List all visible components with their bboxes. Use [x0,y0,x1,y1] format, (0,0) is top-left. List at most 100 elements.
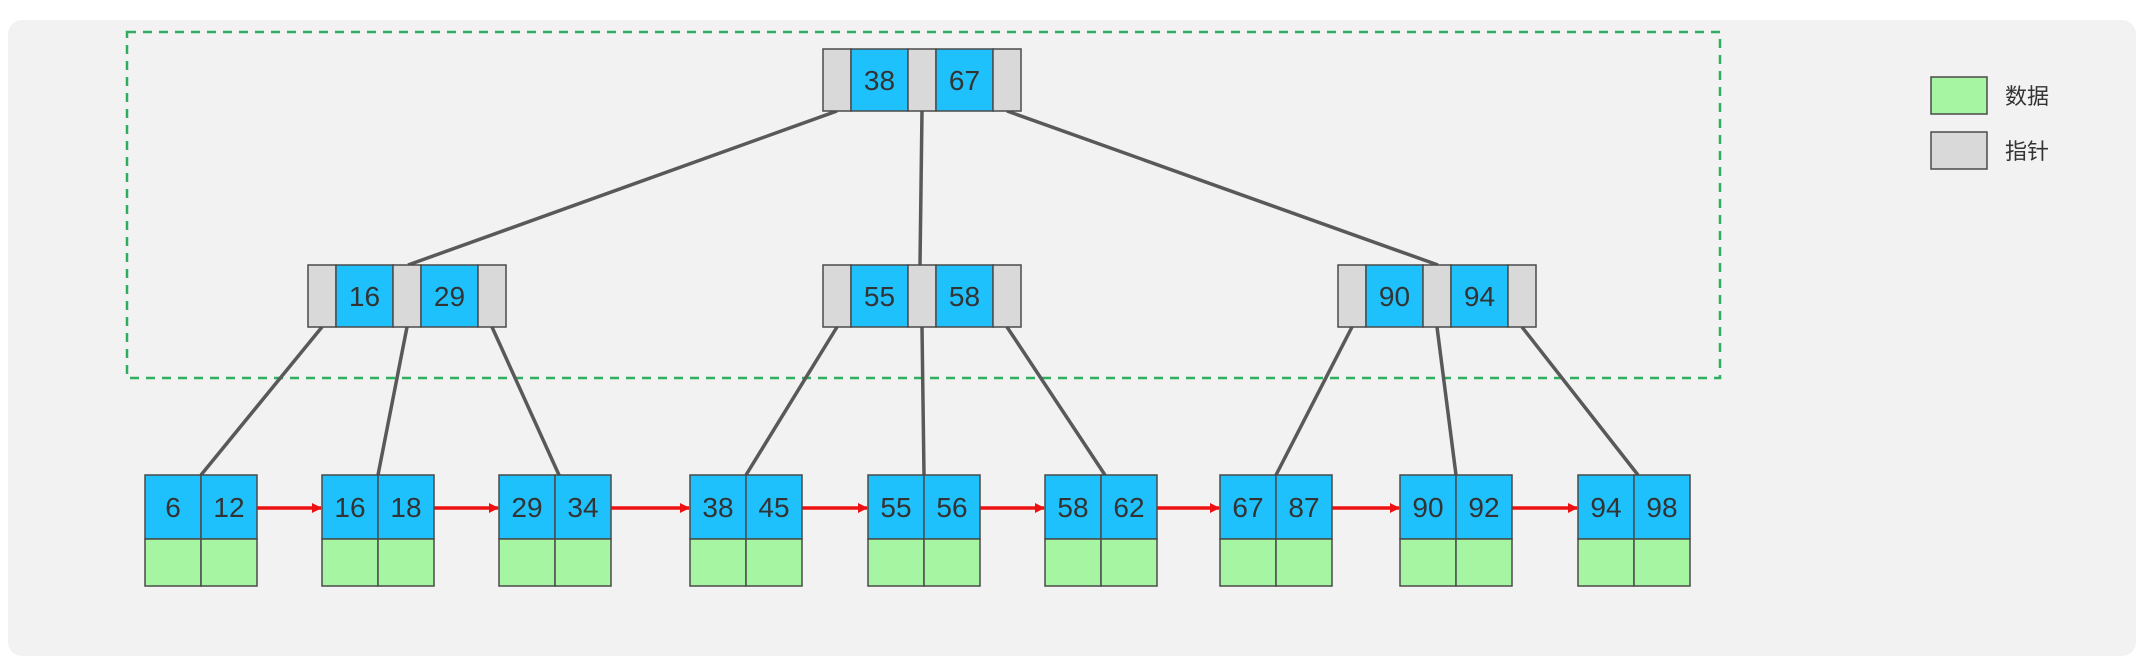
leaf-node-4: 55 56 [867,474,981,587]
leaf-node-0-key-0: 6 [165,492,181,523]
internal-node-0-pointer-0 [307,264,337,328]
leaf-node-6-key-0: 67 [1232,492,1263,523]
edge-internal-1-to-leaf-3 [744,326,839,476]
edge-root-to-internal-2 [1006,109,1439,267]
internal-node-0-pointer-2 [477,264,507,328]
internal-node-0-key-0: 16 [349,281,380,312]
legend-item-data: 数据 [1930,76,2049,115]
internal-node-2-key-0: 90 [1379,281,1410,312]
internal-node-1: 55 58 [822,264,1022,328]
leaf-node-3-key-0: 38 [702,492,733,523]
leaf-node-2-key-1: 34 [567,492,598,523]
leaf-node-6-key-1: 87 [1288,492,1319,523]
leaf-node-1-key-cell-1 [377,474,435,540]
leaf-node-6-key-cell-0 [1219,474,1277,540]
leaf-node-4-data-cell-0 [867,538,925,587]
leaf-node-8-key-1: 98 [1646,492,1677,523]
tree-edges [199,109,1640,477]
legend-label-pointer: 指针 [2005,140,2049,165]
edge-internal-0-to-leaf-0 [199,325,324,477]
leaf-node-8-data-cell-1 [1633,538,1691,587]
edge-internal-2-to-leaf-8 [1520,325,1640,477]
leaf-node-4-data-cell-1 [923,538,981,587]
leaf-node-4-key-1: 56 [936,492,967,523]
leaf-node-1-key-1: 18 [390,492,421,523]
internal-node-0-key-cell-1 [420,264,479,328]
leaf-node-3-key-cell-1 [745,474,803,540]
legend: 数据 指针 [1930,76,2049,170]
edge-internal-2-to-leaf-7 [1435,326,1458,476]
root-node-pointer-1 [907,48,937,112]
leaf-node-0-key-cell-1 [200,474,258,540]
leaf-node-7: 90 92 [1399,474,1513,587]
internal-node-1-key-1: 58 [949,281,980,312]
leaf-node-2-data-cell-0 [498,538,556,587]
internal-node-2-key-cell-0 [1365,264,1424,328]
edge-internal-0-to-leaf-1 [376,326,409,476]
leaf-node-1-data-cell-0 [321,538,379,587]
internal-node-1-pointer-2 [992,264,1022,328]
leaf-node-4-key-cell-1 [923,474,981,540]
root-node-key-0: 38 [864,65,895,96]
internal-node-2-pointer-2 [1507,264,1537,328]
leaf-node-6-data-cell-1 [1275,538,1333,587]
internal-node-2-key-1: 94 [1464,281,1495,312]
leaf-node-3: 38 45 [689,474,803,587]
root-node-key-1: 67 [949,65,980,96]
legend-label-data: 数据 [2005,85,2049,110]
root-node-key-cell-0 [850,48,909,112]
leaf-node-3-data-cell-0 [689,538,747,587]
leaf-node-2-key-0: 29 [511,492,542,523]
leaf-node-7-key-1: 92 [1468,492,1499,523]
leaf-node-8-data-cell-0 [1577,538,1635,587]
leaf-node-0-data-cell-1 [200,538,258,587]
leaf-node-5-key-1: 62 [1113,492,1144,523]
leaf-node-4-key-0: 55 [880,492,911,523]
upper-levels-dashed-box [125,30,1722,380]
edge-internal-1-to-leaf-4 [920,326,926,476]
internal-node-1-pointer-0 [822,264,852,328]
internal-node-2-pointer-0 [1337,264,1367,328]
internal-node-1-key-cell-0 [850,264,909,328]
internal-node-2-pointer-1 [1422,264,1452,328]
leaf-node-2: 29 34 [498,474,612,587]
leaf-node-6-key-cell-1 [1275,474,1333,540]
leaf-node-5-key-0: 58 [1057,492,1088,523]
internal-node-2: 90 94 [1337,264,1537,328]
leaf-node-7-key-cell-1 [1455,474,1513,540]
leaf-node-7-data-cell-0 [1399,538,1457,587]
leaf-node-6: 67 87 [1219,474,1333,587]
leaf-node-5-key-cell-0 [1044,474,1102,540]
internal-node-1-key-0: 55 [864,281,895,312]
leaf-node-3-key-1: 45 [758,492,789,523]
edge-internal-0-to-leaf-2 [490,326,561,476]
leaf-node-4-key-cell-0 [867,474,925,540]
edge-internal-1-to-leaf-5 [1005,326,1107,476]
leaf-node-3-data-cell-1 [745,538,803,587]
leaf-node-7-key-0: 90 [1412,492,1443,523]
leaf-node-5-data-cell-0 [1044,538,1102,587]
leaf-node-8-key-cell-0 [1577,474,1635,540]
leaf-node-1-data-cell-1 [377,538,435,587]
edge-root-to-internal-1 [918,110,924,266]
root-node-pointer-2 [992,48,1022,112]
leaf-node-2-data-cell-1 [554,538,612,587]
root-node: 38 67 [822,48,1022,112]
internal-node-1-key-cell-1 [935,264,994,328]
root-node-key-cell-1 [935,48,994,112]
internal-node-1-pointer-1 [907,264,937,328]
leaf-node-0-data-cell-0 [144,538,202,587]
leaf-node-8-key-0: 94 [1590,492,1621,523]
edge-internal-2-to-leaf-6 [1274,326,1354,476]
leaf-node-5-key-cell-1 [1100,474,1158,540]
leaf-node-8: 94 98 [1577,474,1691,587]
leaf-node-5-data-cell-1 [1100,538,1158,587]
leaf-node-0-key-cell-0 [144,474,202,540]
leaf-node-7-data-cell-1 [1455,538,1513,587]
